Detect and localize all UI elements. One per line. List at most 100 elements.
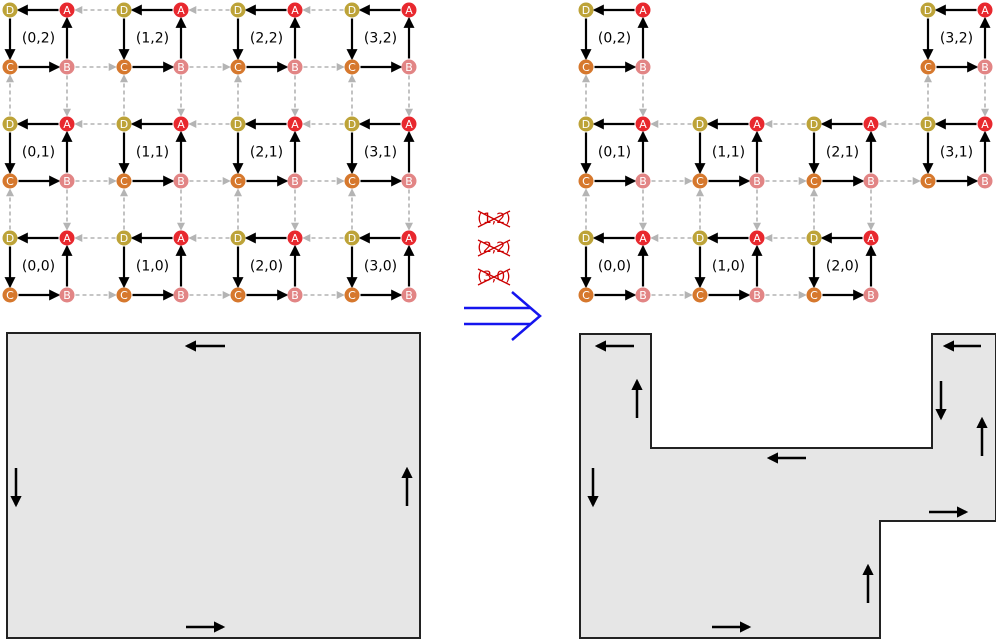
svg-text:B: B — [981, 175, 989, 188]
right-node-b: B — [749, 173, 765, 189]
left-node-d: D — [116, 2, 132, 18]
svg-text:D: D — [582, 4, 590, 17]
right-node-c: C — [920, 173, 936, 189]
svg-text:D: D — [348, 118, 356, 131]
svg-text:C: C — [234, 61, 242, 74]
svg-text:A: A — [405, 232, 413, 245]
right-node-a: A — [635, 230, 651, 246]
right-node-a: A — [749, 230, 765, 246]
svg-text:B: B — [291, 61, 299, 74]
strike-mark-2 — [477, 268, 511, 286]
left-node-d: D — [2, 2, 18, 18]
svg-text:A: A — [405, 4, 413, 17]
svg-text:C: C — [924, 61, 932, 74]
svg-text:B: B — [177, 61, 185, 74]
svg-text:B: B — [291, 175, 299, 188]
svg-text:B: B — [177, 289, 185, 302]
left-node-d: D — [2, 230, 18, 246]
left-cell-label: (2,0) — [250, 259, 283, 275]
right-cell-label: (1,0) — [712, 259, 745, 275]
left-node-a: A — [287, 2, 303, 18]
right-cell-label: (0,0) — [598, 259, 631, 275]
right-node-b: B — [977, 173, 993, 189]
svg-text:D: D — [810, 232, 818, 245]
left-node-b: B — [287, 59, 303, 75]
svg-text:B: B — [405, 289, 413, 302]
left-node-a: A — [173, 230, 189, 246]
right-node-c: C — [692, 173, 708, 189]
left-cell-label: (1,0) — [136, 259, 169, 275]
right-cell-labels: (0,2)(3,2)(0,1)(1,1)(2,1)(3,1)(0,0)(1,0)… — [598, 31, 973, 275]
left-node-b: B — [59, 59, 75, 75]
right-node-d: D — [578, 230, 594, 246]
left-node-c: C — [230, 287, 246, 303]
svg-text:A: A — [177, 4, 185, 17]
svg-text:A: A — [177, 118, 185, 131]
svg-text:A: A — [63, 232, 71, 245]
right-node-a: A — [977, 116, 993, 132]
right-cell-label: (0,2) — [598, 31, 631, 47]
svg-text:A: A — [291, 4, 299, 17]
svg-text:B: B — [405, 175, 413, 188]
left-node-c: C — [344, 287, 360, 303]
svg-text:B: B — [63, 175, 71, 188]
left-node-b: B — [173, 173, 189, 189]
svg-text:B: B — [639, 289, 647, 302]
svg-text:A: A — [753, 232, 761, 245]
svg-text:A: A — [405, 118, 413, 131]
right-node-a: A — [863, 116, 879, 132]
svg-text:B: B — [63, 61, 71, 74]
left-node-b: B — [287, 173, 303, 189]
strike-mark-0 — [477, 210, 511, 228]
svg-text:C: C — [810, 289, 818, 302]
left-node-d: D — [230, 2, 246, 18]
left-region — [6, 332, 421, 639]
svg-text:D: D — [6, 118, 14, 131]
svg-text:C: C — [582, 61, 590, 74]
svg-text:C: C — [810, 175, 818, 188]
right-node-c: C — [692, 287, 708, 303]
svg-text:C: C — [582, 175, 590, 188]
svg-text:C: C — [6, 61, 14, 74]
right-node-b: B — [635, 287, 651, 303]
svg-text:C: C — [6, 289, 14, 302]
left-cell-label: (0,0) — [22, 259, 55, 275]
right-node-d: D — [692, 116, 708, 132]
right-node-b: B — [863, 287, 879, 303]
left-node-a: A — [173, 116, 189, 132]
right-region-shape — [579, 333, 996, 639]
svg-text:A: A — [981, 4, 989, 17]
svg-text:A: A — [177, 232, 185, 245]
svg-text:C: C — [348, 175, 356, 188]
svg-text:D: D — [924, 118, 932, 131]
right-node-a: A — [635, 2, 651, 18]
svg-text:D: D — [234, 4, 242, 17]
svg-text:B: B — [639, 61, 647, 74]
right-node-c: C — [806, 287, 822, 303]
svg-text:B: B — [981, 61, 989, 74]
left-node-a: A — [401, 2, 417, 18]
right-node-c: C — [920, 59, 936, 75]
right-node-a: A — [977, 2, 993, 18]
svg-text:B: B — [177, 175, 185, 188]
left-node-c: C — [230, 173, 246, 189]
right-cell-label: (3,1) — [940, 145, 973, 161]
right-node-c: C — [578, 287, 594, 303]
svg-text:D: D — [582, 232, 590, 245]
svg-text:B: B — [63, 289, 71, 302]
svg-text:C: C — [582, 289, 590, 302]
right-cell-label: (0,1) — [598, 145, 631, 161]
svg-text:B: B — [405, 61, 413, 74]
left-edges — [4, 4, 415, 301]
left-node-b: B — [59, 287, 75, 303]
svg-text:D: D — [348, 4, 356, 17]
svg-text:C: C — [348, 61, 356, 74]
right-node-d: D — [578, 2, 594, 18]
left-cell-label: (3,1) — [364, 145, 397, 161]
left-node-a: A — [287, 116, 303, 132]
right-node-d: D — [806, 230, 822, 246]
left-node-c: C — [2, 59, 18, 75]
left-cell-label: (2,2) — [250, 31, 283, 47]
